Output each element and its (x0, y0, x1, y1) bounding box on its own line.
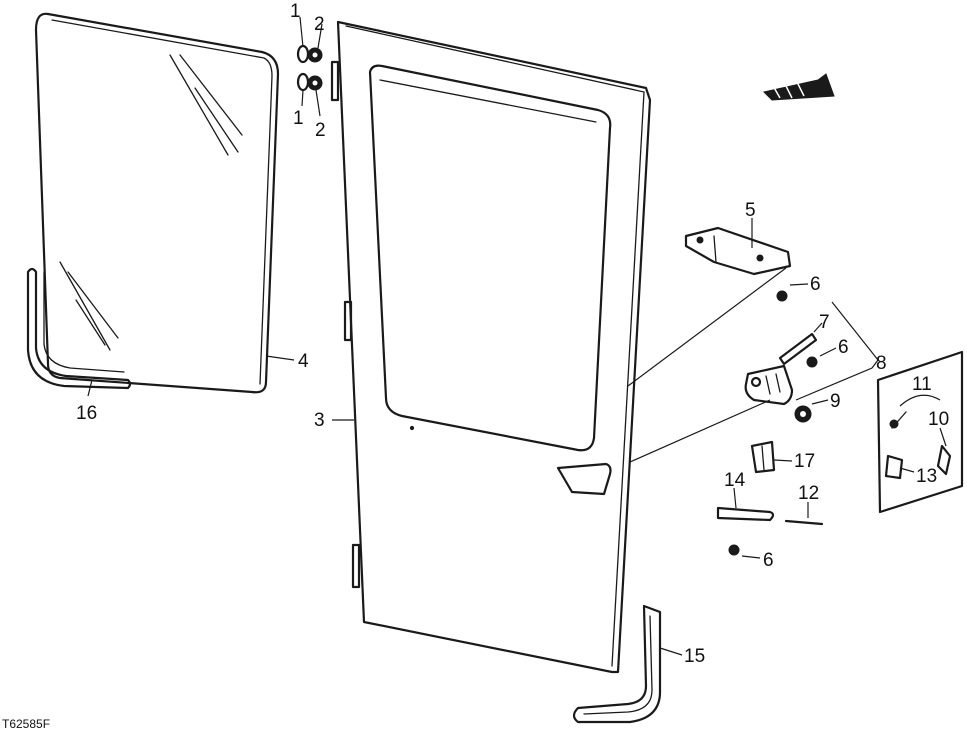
callout-6-bottom: 6 (763, 550, 774, 571)
callout-5: 5 (745, 200, 756, 221)
screws (728, 290, 818, 556)
callout-9: 9 (830, 391, 841, 412)
latch-pin (778, 332, 818, 366)
callout-7: 7 (819, 312, 830, 333)
cab-door (330, 20, 652, 674)
callout-12: 12 (798, 483, 819, 504)
callout-3: 3 (314, 410, 325, 431)
callout-2-lower: 2 (315, 120, 326, 141)
latch-nut (794, 405, 812, 423)
door-striker (750, 440, 776, 474)
callout-4: 4 (298, 351, 309, 372)
callout-14: 14 (724, 470, 746, 491)
window-glass-pane (34, 12, 280, 394)
callout-16: 16 (76, 403, 97, 424)
callout-labels: 1 2 1 2 3 4 5 6 6 6 7 8 9 10 11 12 13 14… (2, 1, 949, 731)
leader-lines (87, 16, 947, 656)
callout-1-upper: 1 (290, 1, 301, 22)
callout-6-middle: 6 (838, 337, 849, 358)
direction-arrow-icon (763, 73, 835, 101)
glass-seal-channel-left (26, 267, 132, 390)
callout-15: 15 (684, 646, 705, 667)
callout-13: 13 (916, 466, 937, 487)
callout-11: 11 (912, 374, 932, 395)
latch-assembly (744, 364, 794, 406)
latch-spring (784, 519, 824, 526)
callout-2-upper: 2 (314, 14, 325, 35)
callout-8: 8 (876, 353, 887, 374)
callout-6-top: 6 (810, 274, 821, 295)
latch-bracket (684, 226, 792, 276)
lock-component-panel (876, 350, 964, 514)
callout-1-lower: 1 (293, 108, 304, 129)
callout-10: 10 (928, 409, 949, 430)
callout-17: 17 (794, 451, 815, 472)
figure-reference-code: T62585F (2, 717, 50, 731)
door-handle-rod (716, 506, 775, 522)
glass-fasteners (296, 44, 323, 92)
door-seal-channel-right (572, 604, 662, 724)
